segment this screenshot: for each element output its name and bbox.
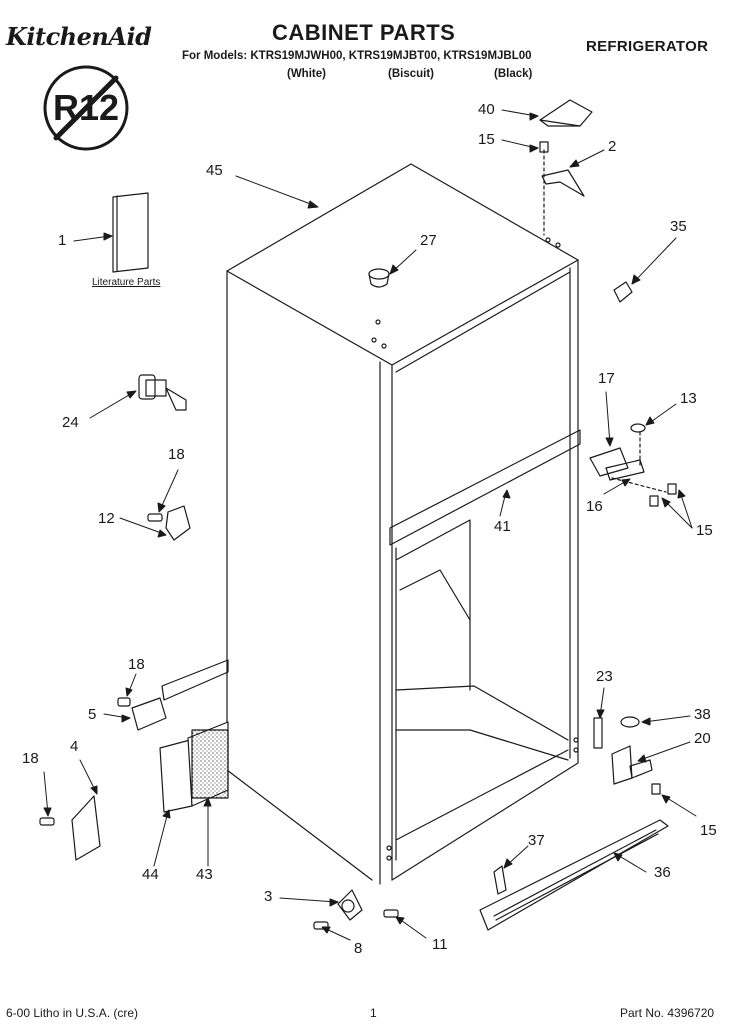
bracket-23-icon [593,717,603,749]
callout-16: 16 [586,498,603,515]
r12-badge-icon: R12 [43,65,129,151]
roller-assembly-icon [313,889,399,930]
footer-page-number: 1 [370,1006,377,1020]
variant-black: (Black) [494,68,533,80]
callout-15-top: 15 [478,131,495,148]
callout-27: 27 [420,232,437,249]
brand-logo: KitchenAid [6,22,152,51]
callout-38: 38 [694,706,711,723]
center-hinge-icon [589,423,677,507]
callout-12: 12 [98,510,115,527]
callout-8: 8 [354,940,363,957]
callout-15-lower: 15 [700,822,717,839]
callout-37: 37 [528,832,545,849]
callout-3: 3 [264,888,273,905]
callout-44: 44 [142,866,159,883]
clip-assembly-icon [147,505,191,541]
callout-2: 2 [608,138,617,155]
top-hinge-icon [539,141,585,236]
hinge-cover-icon [539,99,593,127]
literature-parts-label: Literature Parts [92,277,161,288]
callout-40: 40 [478,101,495,118]
footer-litho: 6-00 Litho in U.S.A. (cre) [6,1006,139,1020]
callout-leaders [43,109,697,941]
callout-35: 35 [670,218,687,235]
callout-15-mid: 15 [696,522,713,539]
door-stop-icon [613,281,633,303]
callout-18-lower: 18 [22,750,39,767]
callout-18-upper: 18 [168,446,185,463]
category-label: REFRIGERATOR [586,38,709,55]
insulation-panel [191,729,229,799]
callout-4: 4 [70,738,79,755]
callout-41: 41 [494,518,511,535]
callout-45: 45 [206,162,223,179]
r12-badge-text: R12 [53,87,119,128]
plug-button-icon [368,268,390,288]
grille-clip-icon [493,865,507,895]
callout-18-mid: 18 [128,656,145,673]
callout-13: 13 [680,390,697,407]
base-grille-icon [479,819,669,931]
models-line: For Models: KTRS19MJWH00, KTRS19MJBT00, … [182,50,532,62]
callout-36: 36 [654,864,671,881]
callout-17: 17 [598,370,615,387]
variant-white: (White) [287,68,326,80]
cabinet-shell [226,163,581,885]
callout-1: 1 [58,232,67,249]
callout-43: 43 [196,866,213,883]
shield-panel-icon [39,795,101,861]
callout-23: 23 [596,668,613,685]
callout-20: 20 [694,730,711,747]
callout-11: 11 [432,936,448,953]
literature-book-icon [112,192,149,273]
footer-part-number: Part No. 4396720 [620,1006,715,1020]
page-title: CABINET PARTS [272,20,456,45]
leveling-leg-icon [138,374,187,411]
callout-24: 24 [62,414,79,431]
variant-biscuit: (Biscuit) [388,68,434,80]
callout-5: 5 [88,706,97,723]
